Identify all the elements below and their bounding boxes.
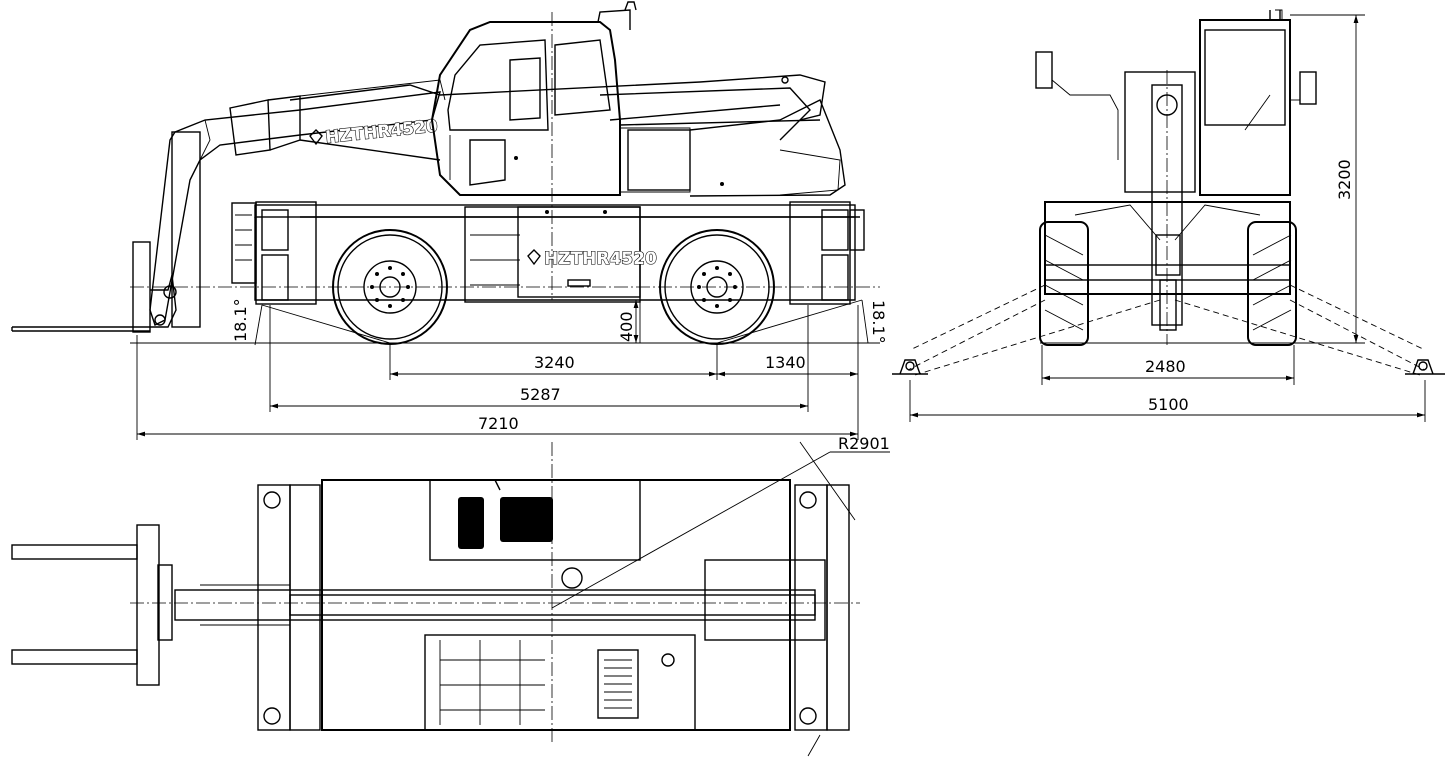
dim-ground-clearance: 400 [617, 311, 636, 342]
left-outrigger-pad [892, 359, 928, 375]
fork-tines-plan [11, 524, 173, 686]
dim-overall-width: 2480 [1145, 357, 1186, 376]
dim-axle-base: 3240 [534, 353, 575, 372]
front-elevation-view: 3200 2480 5100 [892, 9, 1445, 422]
dim-overall-length: 7210 [478, 414, 519, 433]
front-wheel [332, 229, 448, 345]
dim-approach-angle: 18.1° [231, 298, 250, 342]
rear-wheel [659, 229, 775, 345]
dim-rear-overhang: 1340 [765, 353, 806, 372]
fork-assembly [11, 241, 151, 333]
side-elevation-view: HZTHR4520 [11, 1, 888, 440]
rear-body [689, 99, 846, 197]
boom-brand-logo [309, 129, 323, 146]
rear-outrigger [789, 201, 865, 305]
telescopic-boom: HZTHR4520 [149, 74, 826, 328]
chassis-model-label: HZTHR4520 [544, 249, 657, 269]
front-outrigger [231, 201, 317, 305]
dim-outrigger-span-width: 5100 [1148, 395, 1189, 414]
operator-cab [430, 1, 821, 196]
chassis-frame: HZTHR4520 [254, 204, 860, 303]
dim-departure-angle: 18.1° [869, 300, 888, 344]
boom-model-label: HZTHR4520 [324, 116, 438, 148]
right-outrigger-pad [1405, 359, 1445, 375]
dim-tail-swing-radius: R2901 [838, 434, 890, 453]
dim-outrigger-span-length: 5287 [520, 385, 561, 404]
top-plan-view: R2901 [11, 434, 890, 757]
dim-overall-height: 3200 [1335, 159, 1354, 200]
